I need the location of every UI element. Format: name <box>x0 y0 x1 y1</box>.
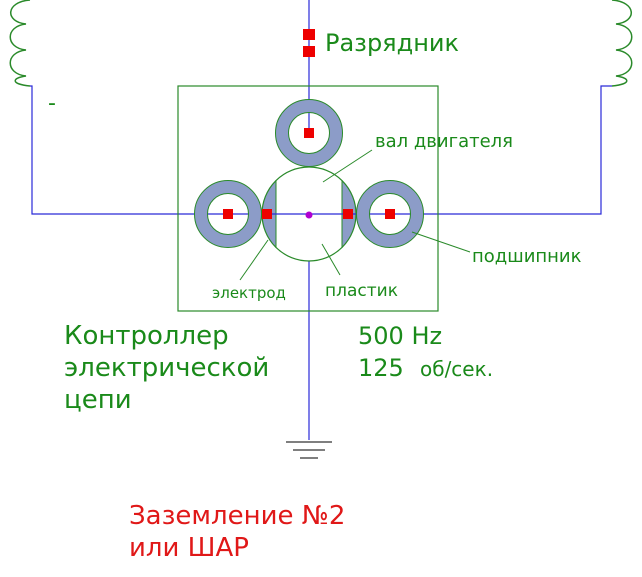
leader-lines <box>239 149 471 281</box>
spark-gap-contact-bottom <box>303 46 315 57</box>
bearing-label: подшипник <box>472 246 582 267</box>
right-coil-icon <box>611 0 633 87</box>
controller-box <box>177 85 439 312</box>
motor-shaft-label: вал двигателя <box>375 131 513 152</box>
speed-value-label: 125 <box>358 354 404 382</box>
leader-motor-shaft <box>322 149 373 183</box>
controller-label-line1: Контроллер <box>64 321 229 351</box>
left-coil-icon <box>9 0 31 87</box>
leader-electrode <box>239 239 269 281</box>
spark-gap-label: Разрядник <box>325 29 459 57</box>
ground-label-line2: или ШАР <box>129 533 249 563</box>
contact-top-bearing <box>304 128 314 138</box>
controller-label-line2: электрической <box>64 353 269 383</box>
leader-bearing <box>411 231 471 253</box>
controller-label-line3: цепи <box>64 385 132 415</box>
shaft-center-dot <box>305 211 313 219</box>
ground-symbol-icon <box>286 441 332 459</box>
right-wire <box>390 85 612 215</box>
contact-right-bearing <box>385 209 395 219</box>
plastic-label: пластик <box>325 281 398 301</box>
left-wire <box>30 85 228 215</box>
spark-gap-contact-top <box>303 29 315 40</box>
minus-label: - <box>48 91 56 116</box>
ground-label-line1: Заземление №2 <box>129 501 345 531</box>
speed-unit-label: об/сек. <box>420 357 493 381</box>
electrode-label: электрод <box>212 284 286 302</box>
contact-right-electrode <box>343 209 353 219</box>
contact-left-bearing <box>223 209 233 219</box>
contacts <box>223 29 395 219</box>
bearing-left <box>194 180 262 248</box>
frequency-label: 500 Hz <box>358 322 442 350</box>
bearing-right <box>356 180 424 248</box>
contact-left-electrode <box>262 209 272 219</box>
leader-plastic <box>321 243 341 276</box>
